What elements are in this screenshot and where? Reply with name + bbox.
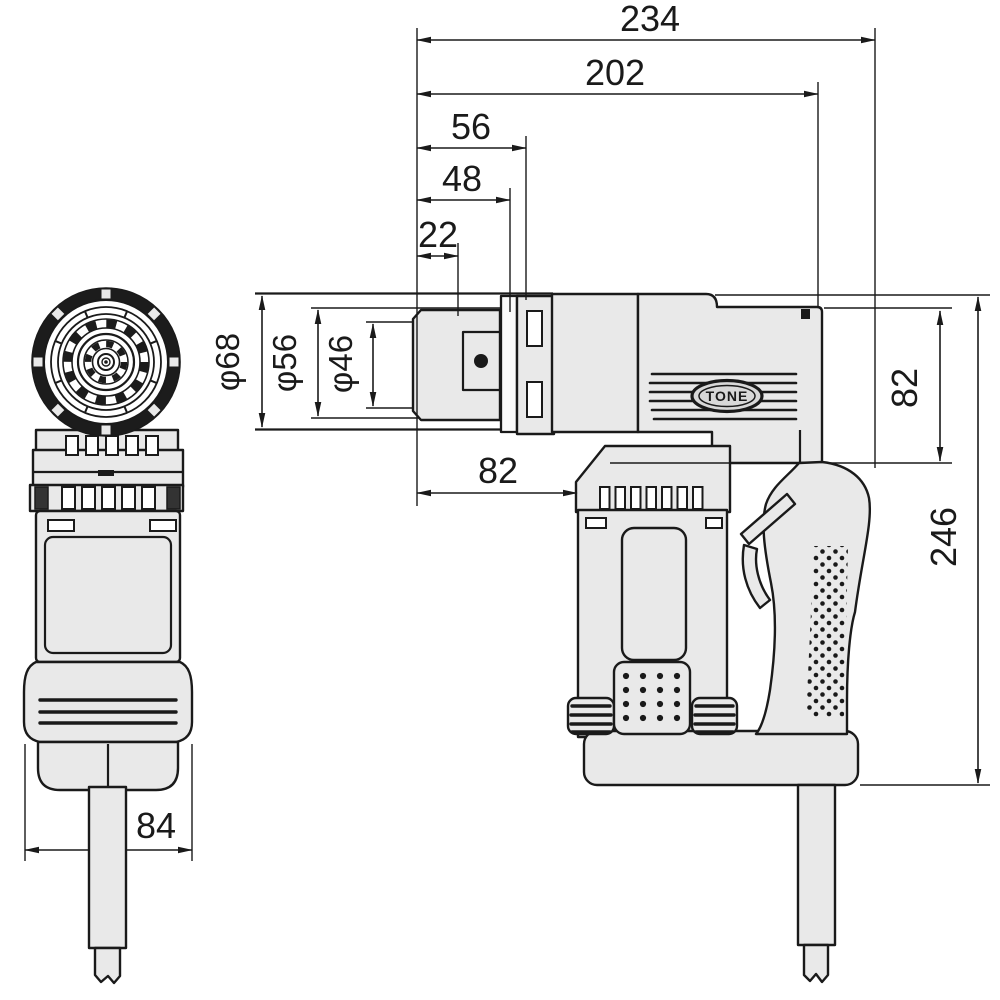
spline-flower [84, 340, 128, 384]
dim-label-overall-length: 234 [620, 0, 680, 39]
dim-group-84: 84 [24, 744, 193, 861]
ring-spokes [54, 310, 158, 414]
front-grip-bulge [22, 660, 194, 744]
dim-label-overall-height: 246 [923, 507, 964, 567]
front-vents [28, 483, 185, 513]
dotted-button-pad [612, 660, 692, 736]
nose-ring [499, 294, 519, 434]
dim-label-dia-46: φ46 [322, 335, 359, 393]
rear-latch-notch [801, 309, 810, 319]
nose-collar [515, 294, 556, 436]
power-cord-side [796, 783, 837, 984]
dim-label-dia-68: φ68 [209, 333, 246, 391]
front-vent-band [574, 444, 732, 514]
front-lower-cap [36, 740, 180, 792]
dim-label-tip-22: 22 [418, 214, 458, 255]
motor-housing [636, 292, 824, 465]
left-rib-pad [566, 696, 616, 736]
gear-barrel [550, 292, 640, 434]
tone-badge: TONE [690, 378, 764, 414]
front-view: 84 [22, 287, 194, 985]
grip-texture-dots [806, 546, 848, 718]
side-view: TONE [255, 292, 952, 984]
socket-tip [411, 308, 502, 422]
socket-pin-hole [474, 354, 488, 368]
dim-label-head-height: 82 [884, 368, 925, 408]
base-housing [582, 729, 860, 787]
dim-label-housing-length: 202 [585, 52, 645, 93]
dim-label-nose-offset: 82 [478, 450, 518, 491]
right-dimensions: 82 246 [715, 294, 990, 786]
power-cord-front [87, 785, 128, 985]
brand-logo-text: TONE [706, 388, 749, 404]
dim-label-nose-48: 48 [442, 158, 482, 199]
dim-label-body-width: 84 [136, 805, 176, 846]
nose-offset-dimension: 82 [416, 450, 578, 497]
crown-teeth [65, 435, 159, 456]
alignment-mark [98, 470, 114, 476]
front-socket-face [31, 287, 181, 437]
side-panel [620, 526, 688, 662]
outer-ring-slots [33, 289, 179, 435]
castellated-ring [63, 319, 149, 405]
dim-label-nose-56: 56 [451, 106, 491, 147]
front-body [34, 509, 182, 664]
right-rib-pad [690, 696, 739, 736]
dim-label-dia-56: φ56 [266, 334, 303, 392]
top-dimensions: 234 202 56 48 22 [416, 0, 876, 506]
diameter-dimensions: φ68 φ56 φ46 [209, 295, 377, 428]
trigger [739, 492, 797, 610]
